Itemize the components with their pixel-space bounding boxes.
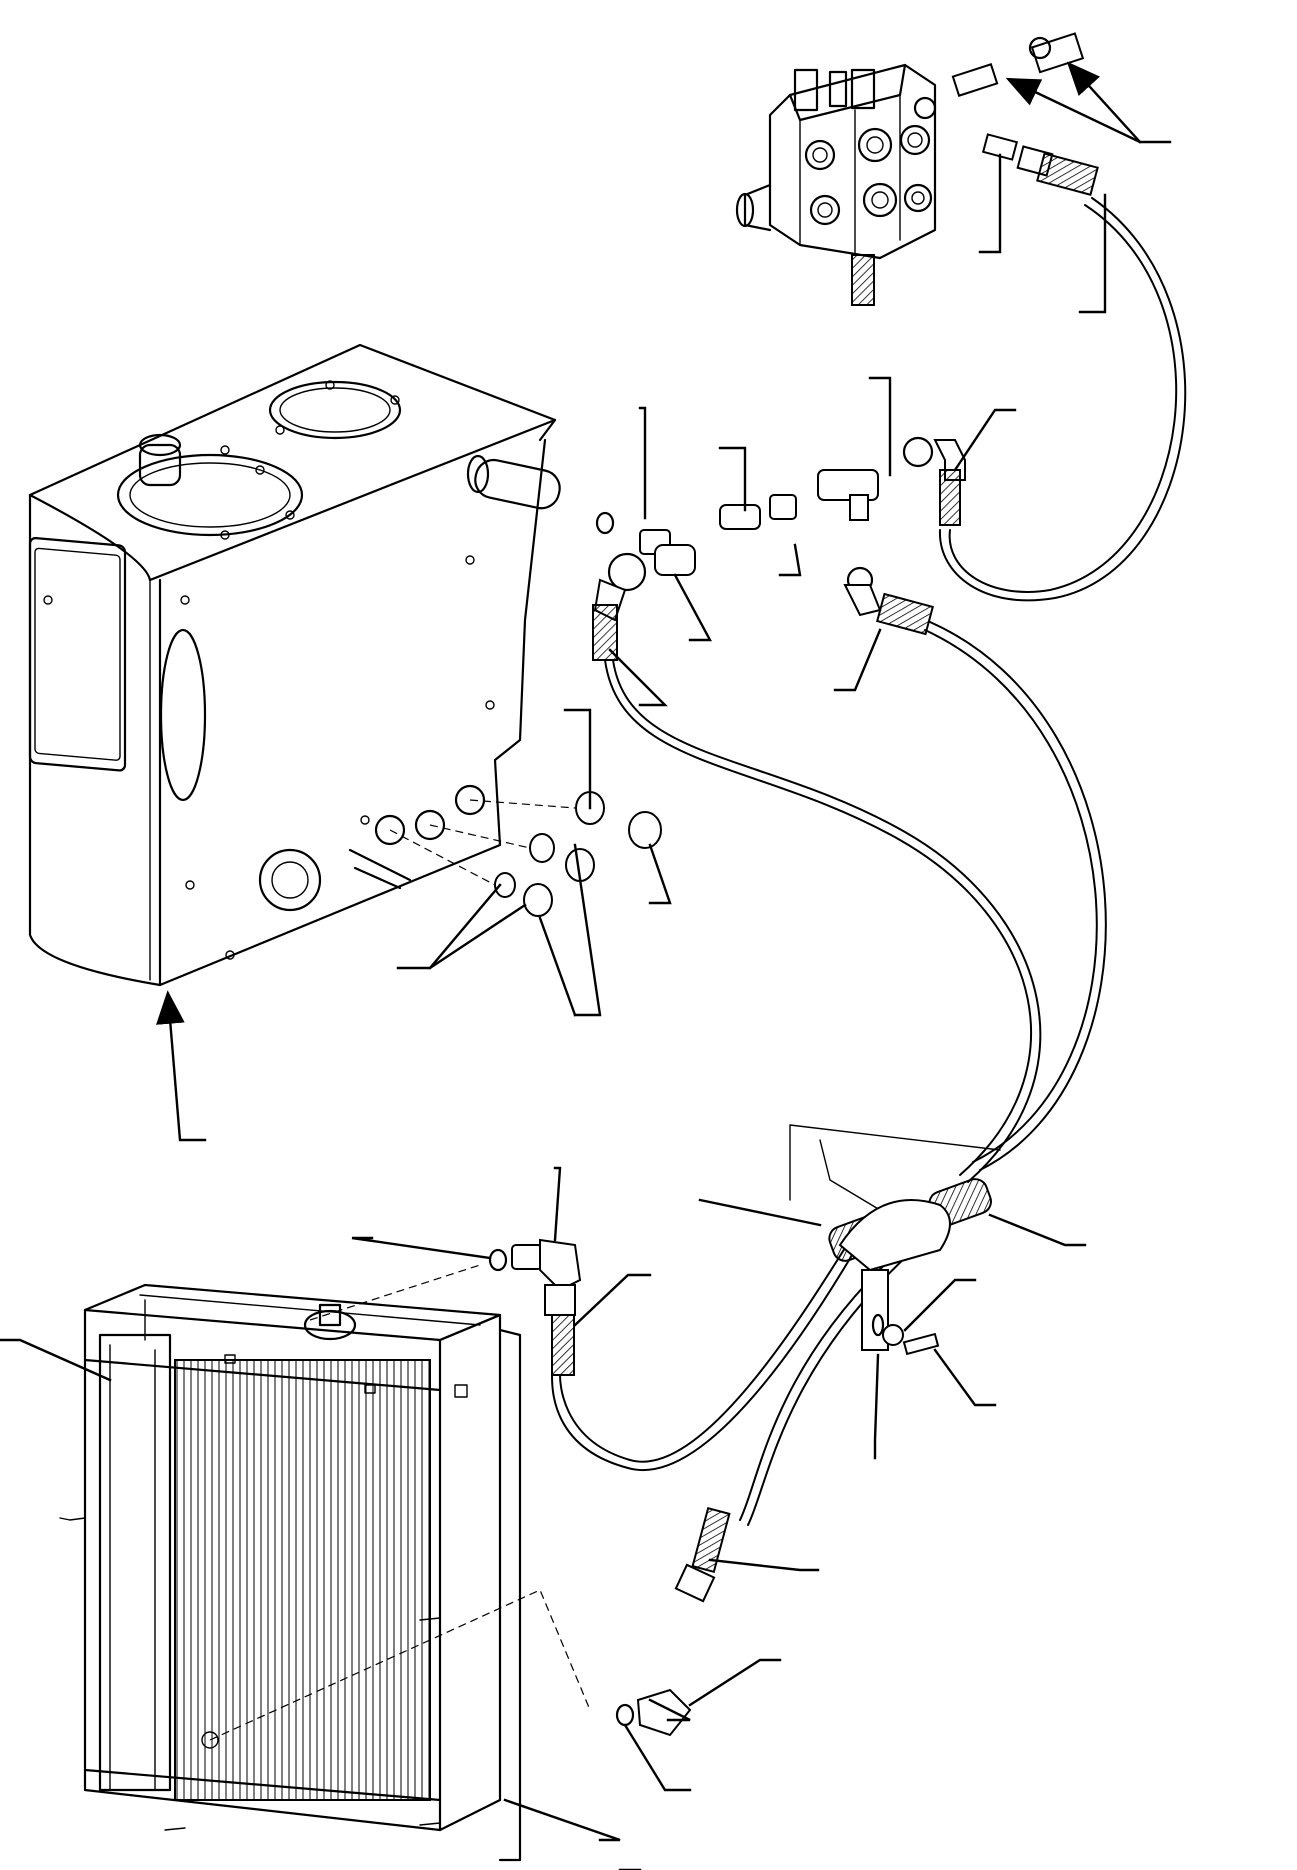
cooler-fittings (209, 1238, 731, 1741)
oil-cooler-radiator (59, 1283, 522, 1862)
hydraulic-tank (28, 343, 561, 987)
valve-fittings (951, 32, 1099, 196)
hose-clamp-bracket (789, 1124, 1001, 1356)
tee-fittings (592, 436, 966, 661)
callout-leaders (0, 61, 1172, 1870)
tank-plugs-and-seals (389, 511, 696, 917)
control-valve (735, 63, 937, 306)
